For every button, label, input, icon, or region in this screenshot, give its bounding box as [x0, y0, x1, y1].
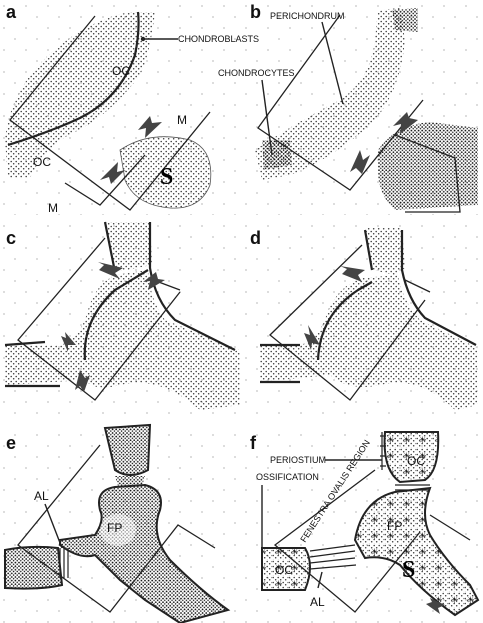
panel-letter-f: f — [250, 433, 257, 453]
bracket — [273, 469, 421, 613]
leader-dot — [140, 36, 146, 42]
perichondrum-leader — [321, 21, 344, 105]
bracket-right — [429, 514, 471, 541]
footplate-body — [59, 483, 231, 623]
panel-letter-e: e — [6, 433, 16, 453]
connector-stripes — [395, 484, 430, 491]
chondrocyte-cluster — [262, 140, 292, 170]
label-m-left: M — [48, 201, 58, 215]
label-m-right: M — [177, 113, 187, 127]
label-al: AL — [310, 595, 325, 609]
outline-upper-right — [400, 230, 477, 346]
outline-lower — [4, 340, 46, 347]
outline-body — [83, 269, 149, 361]
al-leader — [317, 571, 323, 589]
chondrocytes-leader — [261, 79, 273, 156]
arrow-icon — [61, 332, 76, 352]
panel-d: d — [245, 220, 483, 420]
al-leader — [44, 503, 63, 549]
footplate-highlight — [100, 514, 136, 546]
annular-ligament-stripes — [309, 544, 357, 570]
ossicle-upper — [383, 431, 440, 484]
footplate-body — [353, 486, 480, 617]
connector-stripes — [115, 476, 145, 486]
lateral-block — [261, 547, 311, 591]
label-oc-upper: OC — [407, 454, 425, 468]
panel-letter-b: b — [250, 2, 261, 22]
annular-ligament-stripes — [59, 548, 69, 578]
otic-capsule-band — [255, 8, 405, 180]
panel-f: f PERIOSTIUM OC OSSIFICATION FENESTRA OV… — [245, 425, 483, 623]
column-upper — [105, 222, 152, 272]
panel-b: b PERICHONDRUM CHONDROCYTES — [218, 0, 483, 215]
lateral-block — [4, 545, 64, 590]
arrow-icon — [75, 370, 90, 392]
panel-letter-a: a — [6, 2, 17, 22]
arrow-icon — [426, 598, 445, 614]
panel-letter-d: d — [250, 228, 261, 248]
arrow-icon — [143, 272, 165, 290]
outline-body — [316, 281, 373, 361]
column-upper — [365, 228, 405, 275]
bracket-upper — [257, 14, 424, 191]
column-upper — [103, 423, 152, 476]
arrow-icon — [350, 150, 370, 174]
footplate-mass — [260, 275, 478, 410]
bracket — [269, 244, 431, 401]
otic-capsule-band — [5, 12, 155, 178]
otic-capsule-outline — [7, 11, 140, 147]
stapes-block — [378, 122, 478, 210]
label-s: S — [160, 164, 173, 190]
periostium-hatch — [380, 432, 386, 470]
label-perichondrum: PERICHONDRUM — [270, 11, 345, 21]
arrow-icon — [138, 116, 162, 138]
bracket-lower — [394, 134, 461, 213]
label-fp: FP — [107, 521, 122, 535]
label-oc-lower: OC — [275, 563, 293, 577]
chondrocyte-cluster — [392, 8, 418, 32]
bracket-upper — [9, 15, 211, 211]
arrow-icon — [100, 162, 125, 184]
label-chondroblasts: CHONDROBLASTS — [178, 34, 259, 44]
bracket — [17, 444, 216, 613]
outline-upper-right — [148, 222, 236, 351]
label-s: S — [402, 557, 415, 583]
label-oc-upper: OC — [112, 64, 130, 78]
outline-upper-left — [363, 229, 374, 271]
panel-a: a CHONDROBLASTS OC OC M M S — [0, 0, 259, 215]
label-ossification: OSSIFICATION — [256, 472, 319, 482]
label-al: AL — [34, 489, 49, 503]
arrow-icon — [393, 112, 418, 134]
stapes-block — [119, 136, 212, 209]
label-chondrocytes: CHONDROCYTES — [218, 68, 295, 78]
outline-lower — [260, 343, 300, 384]
arrow-icon — [98, 262, 123, 279]
arrow-icon — [304, 325, 320, 350]
panel-c: c — [0, 220, 240, 420]
panel-letter-c: c — [6, 228, 16, 248]
bracket-lower — [64, 154, 146, 206]
arrow-icon — [340, 266, 365, 282]
label-periostium: PERIOSTIUM — [270, 455, 326, 465]
outline-upper-left — [103, 221, 117, 273]
panel-e: e AL FP — [0, 423, 240, 623]
label-oc-lower: OC — [33, 155, 51, 169]
label-fp: FP — [387, 519, 402, 533]
